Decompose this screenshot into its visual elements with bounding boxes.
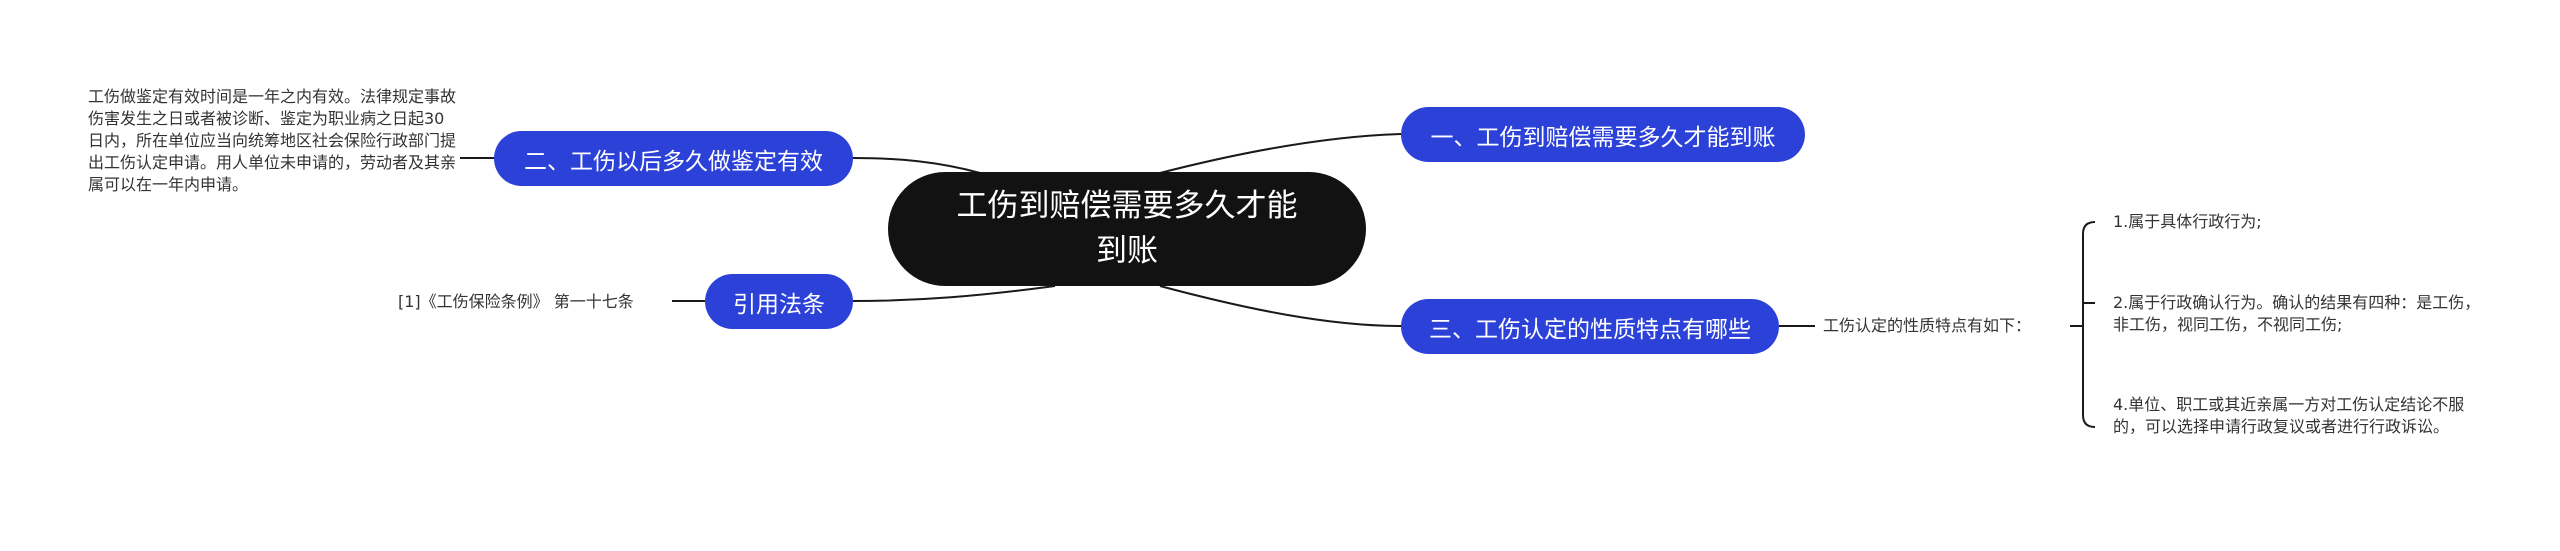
- connector-root-branch-3: [852, 285, 1056, 302]
- branch-4-intro-text[interactable]: 工伤认定的性质特点有如下：: [1823, 316, 2032, 335]
- branch-4-point-2[interactable]: 2.属于行政确认行为。确认的结果有四种：是工伤，非工伤，视同工伤，不视同工伤;: [2113, 293, 2481, 334]
- connector-root-branch-2: [852, 157, 981, 174]
- connector-points-bracket: [2082, 221, 2096, 428]
- branch-3-citation-text[interactable]: [1]《工伤保险条例》 第一十七条: [398, 292, 634, 311]
- branch-topic-1[interactable]: 一、工伤到赔偿需要多久才能到账: [1401, 107, 1805, 162]
- branch-topic-4[interactable]: 三、工伤认定的性质特点有哪些: [1401, 299, 1779, 354]
- branch-topic-4-label: 三、工伤认定的性质特点有哪些: [1429, 316, 1751, 343]
- branch-topic-2[interactable]: 二、工伤以后多久做鉴定有效: [494, 131, 853, 186]
- branch-topic-3[interactable]: 引用法条: [705, 274, 853, 329]
- branch-4-point-1[interactable]: 1.属于具体行政行为;: [2113, 212, 2262, 231]
- branch-topic-1-label: 一、工伤到赔偿需要多久才能到账: [1430, 124, 1776, 151]
- root-topic[interactable]: 工伤到赔偿需要多久才能到账: [888, 172, 1366, 286]
- root-topic-label: 工伤到赔偿需要多久才能到账: [956, 188, 1298, 269]
- branch-topic-3-label: 引用法条: [733, 291, 825, 318]
- connector-root-branch-1: [1159, 133, 1402, 174]
- connector-root-branch-4: [1159, 285, 1402, 327]
- branch-topic-2-label: 二、工伤以后多久做鉴定有效: [524, 148, 823, 175]
- branch-4-point-3[interactable]: 4.单位、职工或其近亲属一方对工伤认定结论不服的，可以选择申请行政复议或者进行行…: [2113, 395, 2465, 436]
- branch-2-detail-text[interactable]: 工伤做鉴定有效时间是一年之内有效。法律规定事故伤害发生之日或者被诊断、鉴定为职业…: [88, 87, 457, 194]
